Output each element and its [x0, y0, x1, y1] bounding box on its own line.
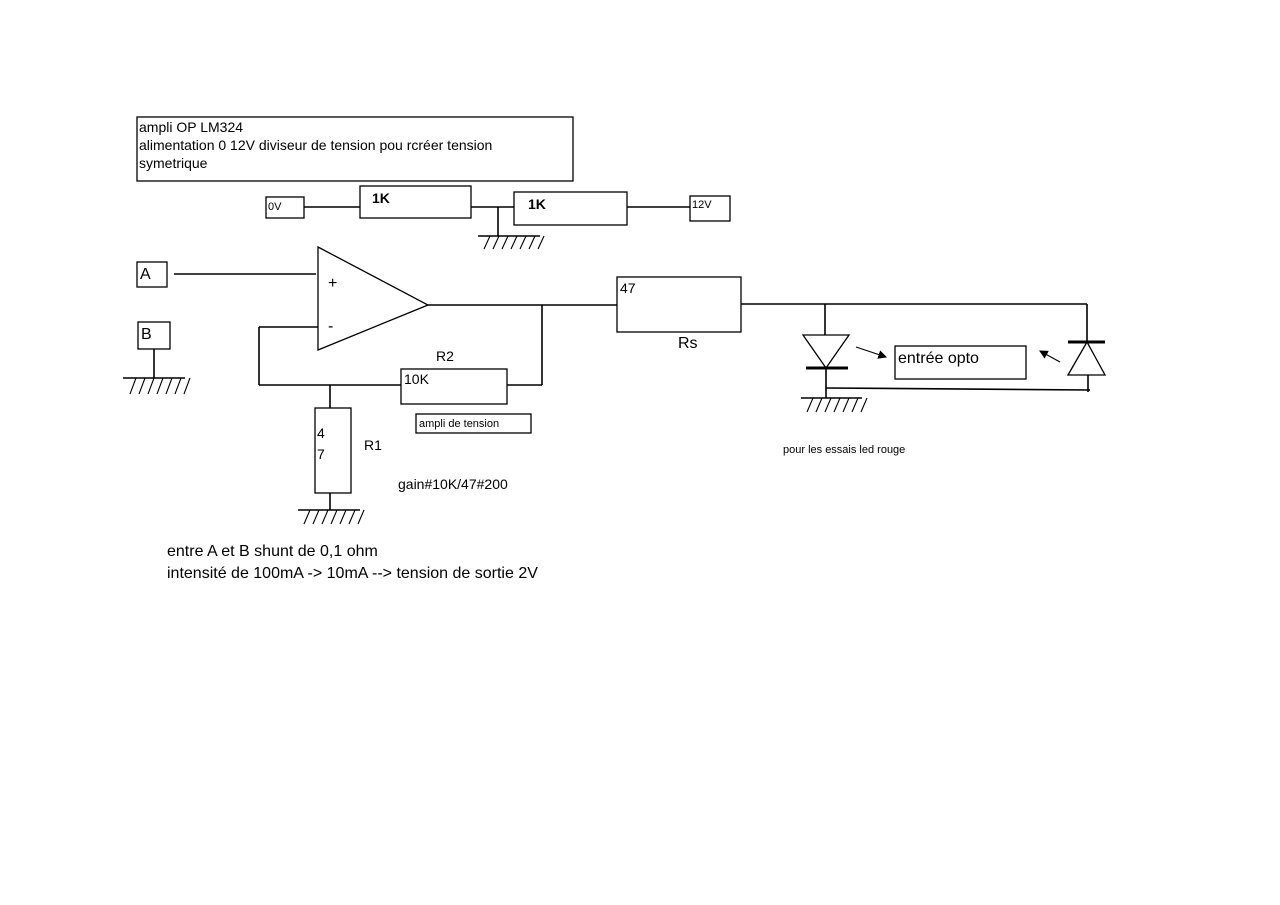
r2-name: R2: [436, 348, 454, 364]
divider-resistor-left-value: 1K: [372, 190, 390, 206]
input-a: A: [136, 261, 316, 288]
ground-symbol-divider: [478, 235, 545, 250]
note-line-1: entre A et B shunt de 0,1 ohm: [167, 543, 378, 560]
opto-caption: pour les essais led rouge: [783, 444, 905, 456]
rs-name: Rs: [678, 335, 698, 352]
gain-label: gain#10K/47#200: [398, 476, 508, 492]
resistor-r1: 4 7 R1: [314, 407, 382, 494]
title-line-2: alimentation 0 12V diviseur de tension p…: [139, 137, 492, 153]
r2-value: 10K: [404, 371, 430, 387]
divider-resistor-left: [359, 185, 472, 219]
r1-digit-1: 4: [317, 425, 325, 441]
title-box: ampli OP LM324 alimentation 0 12V divise…: [136, 116, 574, 182]
r1-name: R1: [364, 437, 382, 453]
op-amp-minus: -: [328, 318, 333, 335]
title-line-3: symetrique: [139, 155, 208, 171]
op-amp: + -: [317, 245, 430, 351]
light-arrow-in: [1039, 350, 1061, 363]
voltage-divider: 0V 1K 1K 12V: [265, 185, 731, 250]
op-amp-plus: +: [328, 275, 337, 292]
r1-digit-2: 7: [317, 446, 325, 462]
led-diode: [801, 334, 851, 370]
title-line-1: ampli OP LM324: [139, 119, 243, 135]
note-line-2: intensité de 100mA -> 10mA --> tension d…: [167, 565, 538, 582]
ground-symbol-r1: [298, 509, 365, 525]
divider-resistor-right: [513, 191, 628, 226]
zero-volt-label: 0V: [268, 201, 282, 213]
photo-diode: [1066, 340, 1107, 376]
input-b: B: [123, 321, 191, 395]
rs-value: 47: [620, 280, 636, 296]
input-a-label: A: [140, 266, 151, 283]
ground-symbol-b: [123, 377, 191, 395]
ground-symbol-led: [801, 397, 868, 413]
twelve-volt-box: [689, 195, 731, 222]
divider-resistor-right-value: 1K: [528, 196, 546, 212]
twelve-volt-label: 12V: [692, 199, 712, 211]
opto-label: entrée opto: [898, 350, 979, 367]
opto-box: entrée opto: [894, 345, 1027, 380]
resistor-rs: 47 Rs: [616, 276, 742, 352]
r2-caption: ampli de tension: [419, 418, 499, 430]
input-b-label: B: [141, 326, 152, 343]
light-arrow-out: [855, 346, 888, 359]
resistor-r2: R2 10K ampli de tension: [400, 348, 532, 434]
